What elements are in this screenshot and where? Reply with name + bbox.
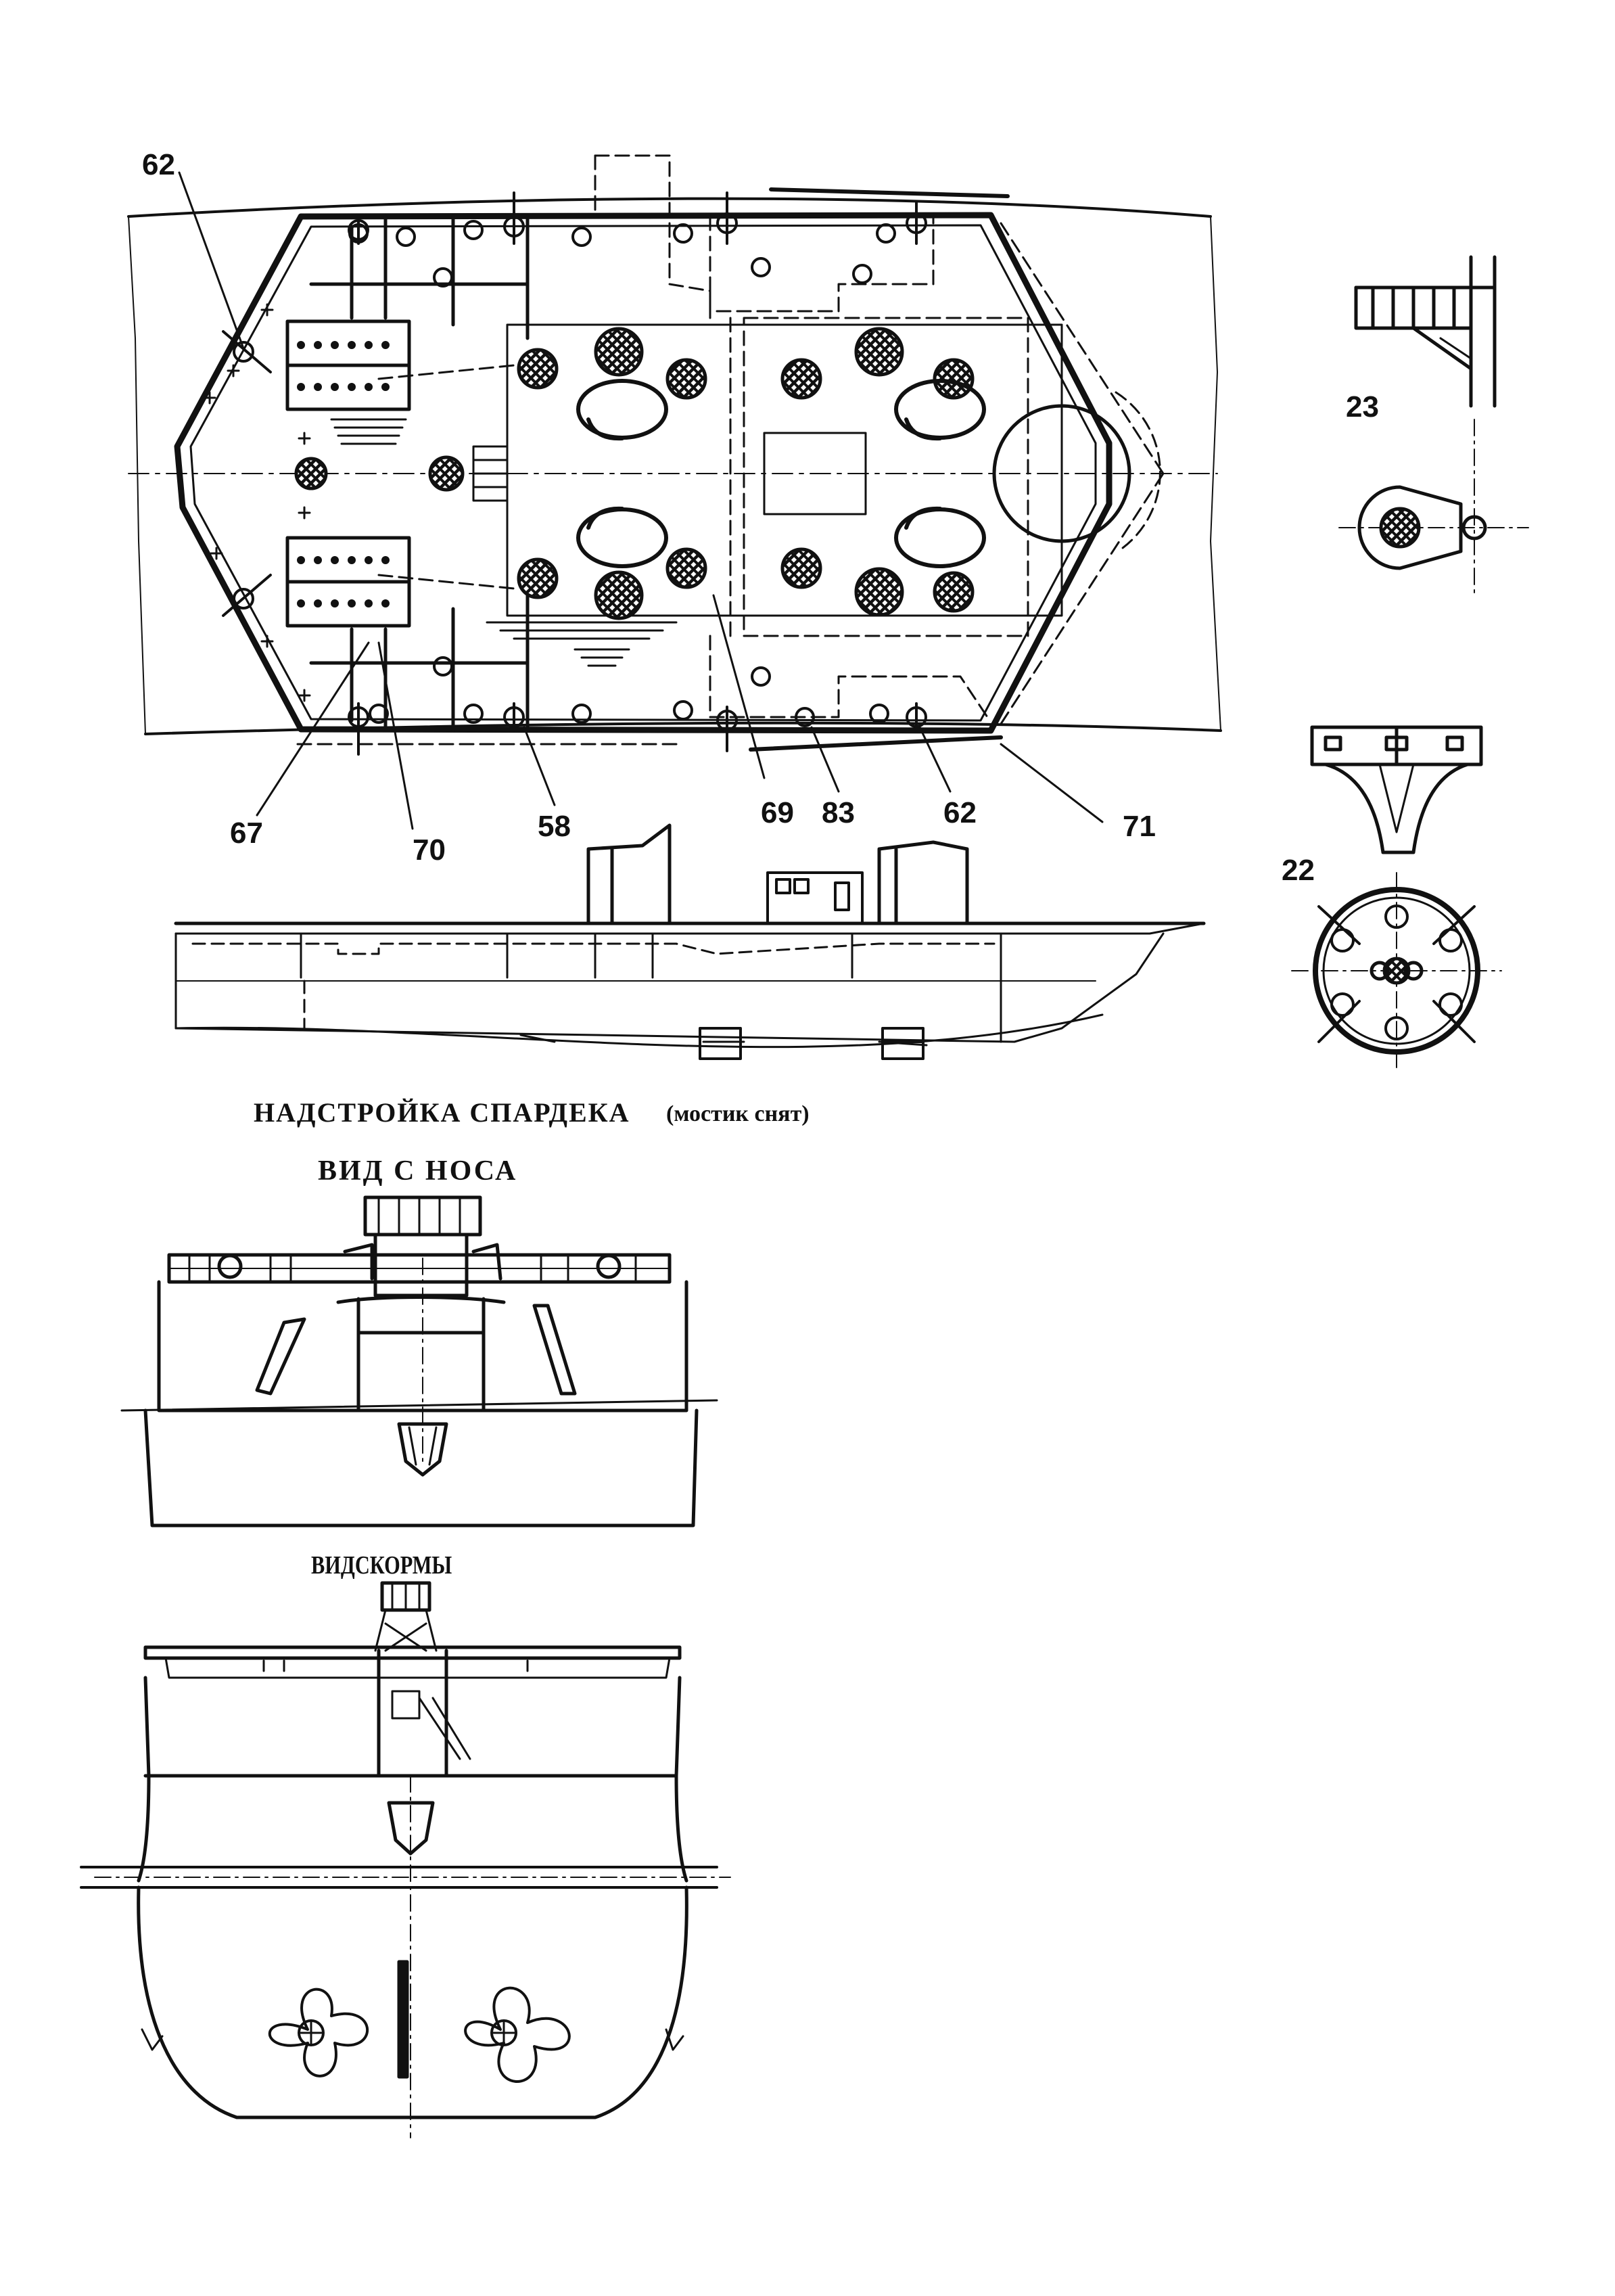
aft-round-dashed [1115,391,1161,549]
callout-70: 70 [413,833,446,867]
callout-69: 69 [761,796,794,829]
oval-skylights [576,379,986,568]
aft-round-casing [992,404,1131,543]
hatched-vents [294,327,975,620]
stern-view [80,1581,731,2138]
superstructure-inner-outline [189,224,1097,722]
propeller-left [268,1988,369,2077]
aft-dashed-edge-2 [1000,472,1165,725]
callout-22: 22 [1282,854,1315,887]
callout-67: 67 [230,817,263,850]
deck-break-right [1210,216,1221,731]
superstructure-title: НАДСТРОЙКА СПАРДЕКА [254,1097,630,1128]
callout-leader-83 [810,726,840,793]
callout-leader-69 [712,594,766,779]
bollards [222,191,927,756]
callout-leader-58 [523,726,556,806]
plan-view [127,154,1222,830]
rack-upper [285,319,411,411]
rack-lower [285,536,411,628]
superstructure-note: (мостик снят) [666,1101,810,1126]
small-portholes [348,220,896,727]
callout-58: 58 [538,810,571,843]
bow-view-title: ВИД С НОСА [318,1155,518,1187]
callout-23: 23 [1346,390,1379,423]
callout-71: 71 [1123,810,1156,843]
deck-break-left [128,216,146,735]
bow-view [120,1195,718,1528]
propeller-right [464,1986,571,2084]
deck-edge-top [127,197,1212,218]
side-elevation [174,823,1206,1060]
aft-dashed-edge [1000,222,1165,475]
crosses [203,303,311,702]
callout-leader-71 [1000,743,1104,823]
detail-22 [1291,725,1502,1073]
rail-bottom [749,735,1003,752]
central-hatch [763,432,867,515]
rail-top [769,187,1010,198]
rack-dots [297,341,390,607]
frame-grid-left [309,214,530,733]
callout-83: 83 [822,796,855,829]
superstructure-outline [174,212,1113,734]
callout-62-top: 62 [142,148,175,181]
detail-23 [1338,255,1529,596]
side-wall-lines [300,932,1002,1043]
funnel-remnants [586,823,969,925]
side-hatches [699,1027,924,1060]
stair-hatching [330,418,678,667]
callout-leader-67 [256,641,370,817]
side-dashed [191,942,996,1030]
side-deckhouse [766,871,864,925]
callout-leader-70 [377,641,414,830]
stern-view-title: ВИДСКОРМЫ [311,1551,452,1580]
callout-62-bottom: 62 [943,796,977,829]
callout-leader-62-top [178,171,245,350]
dashed-partitions [296,154,1029,745]
callout-leader-62-bottom [918,726,952,793]
grating-center [472,445,509,502]
